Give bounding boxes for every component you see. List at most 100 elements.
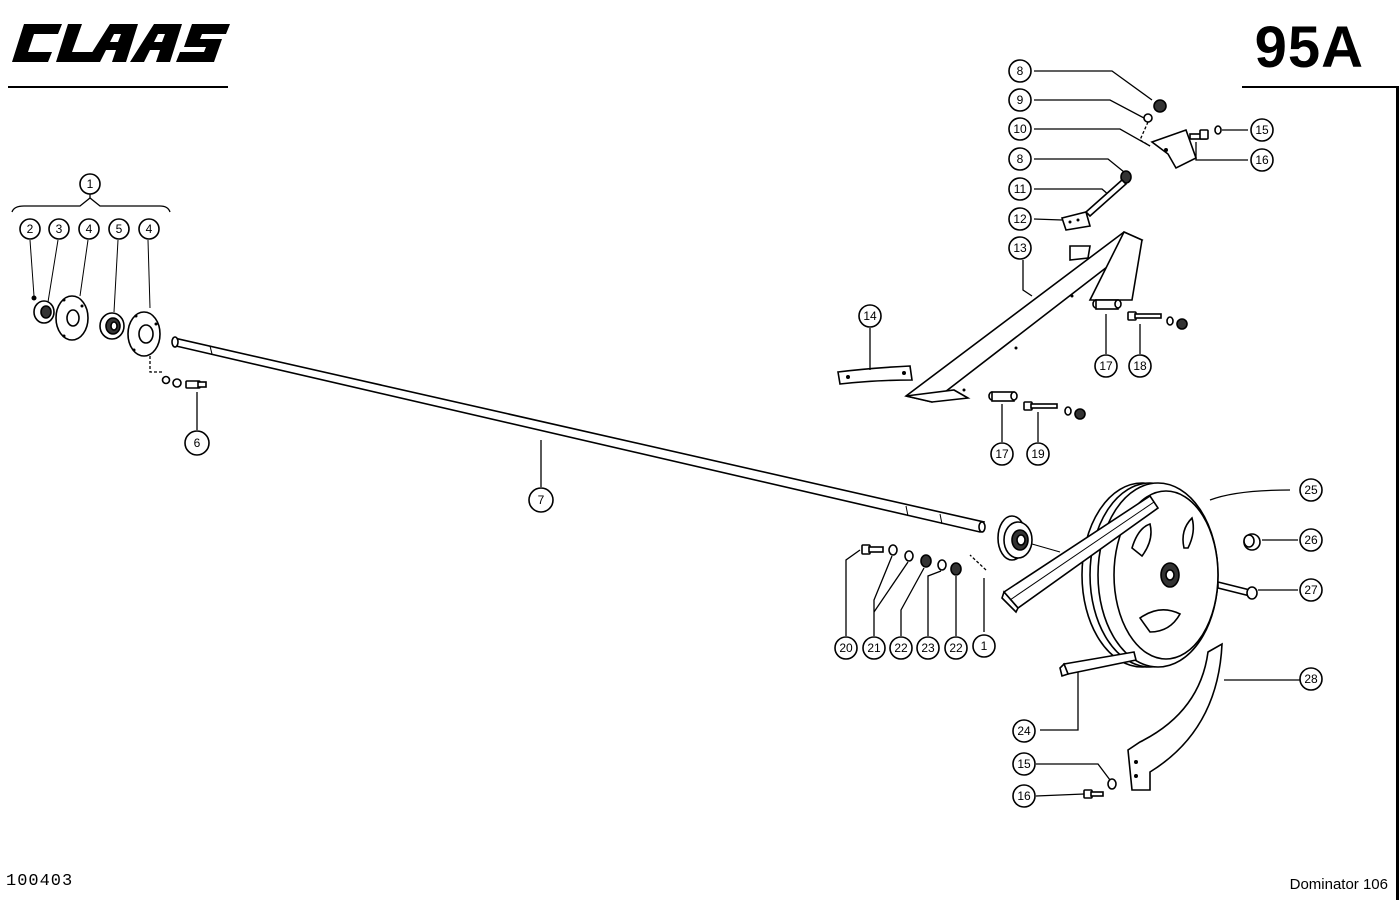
svg-text:19: 19 [1031,447,1045,461]
callout-10: 10 [1008,117,1032,141]
callout-1-group: 1 [79,173,101,195]
v-belt-part [1001,494,1160,614]
svg-text:1: 1 [87,177,94,191]
svg-text:16: 16 [1255,153,1269,167]
bracket-part-14 [837,365,913,385]
right-bearing-part [997,515,1033,561]
bracket-part-10 [1150,128,1197,170]
svg-text:16: 16 [1017,789,1031,803]
callout-21: 21 [862,636,886,660]
spacer-part-17-upper [1092,299,1122,310]
right-border [1396,86,1399,900]
callout-5: 5 [108,218,130,240]
callout-22: 22 [889,636,913,660]
svg-text:5: 5 [116,222,123,236]
callout-20: 20 [834,636,858,660]
svg-text:4: 4 [86,222,93,236]
callout-13: 13 [1008,236,1032,260]
svg-text:15: 15 [1255,123,1269,137]
callout-1-right: 1 [972,634,996,658]
svg-text:9: 9 [1017,93,1024,107]
callout-12: 12 [1008,207,1032,231]
bolt-part-20 [861,544,884,555]
svg-text:15: 15 [1017,757,1031,771]
svg-text:20: 20 [839,641,853,655]
guard-part [1127,642,1223,791]
svg-text:7: 7 [538,493,545,507]
header-left-rule [8,86,228,88]
svg-text:27: 27 [1304,583,1318,597]
svg-text:8: 8 [1017,152,1024,166]
nut-part-8-top [1153,99,1167,113]
callout-17: 17 [1094,354,1118,378]
callout-8: 8 [1008,59,1032,83]
svg-text:28: 28 [1304,672,1318,686]
washer-part-23 [937,559,947,571]
svg-text:11: 11 [1014,182,1027,196]
svg-text:4: 4 [146,222,153,236]
bolt-part-16-lower [1083,789,1104,799]
svg-text:22: 22 [894,641,908,655]
callout-11: 11 [1008,177,1032,201]
svg-text:22: 22 [949,641,963,655]
main-shaft-part [171,336,986,533]
bearing-part [99,312,125,340]
bolt-part-19 [1023,401,1058,411]
beam-part-13 [904,230,1144,403]
nut-part-22 [920,554,932,568]
claas-logo [12,24,230,62]
bolt-part-16-top [1189,129,1209,140]
bolt-part-27 [1217,580,1258,600]
washer-part-21 [888,544,898,556]
callout-27: 27 [1299,578,1323,602]
callout-9: 9 [1008,88,1032,112]
flange-plate-part-2 [127,311,161,357]
callout-19: 19 [1026,442,1050,466]
svg-text:17: 17 [1099,359,1113,373]
bolt-part-6 [185,380,207,389]
callout-14: 14 [858,304,882,328]
callout-16b: 16 [1012,784,1036,808]
callout-7: 7 [528,487,554,513]
svg-text:14: 14 [863,309,877,323]
svg-text:12: 12 [1013,212,1027,226]
svg-text:23: 23 [921,641,935,655]
svg-text:6: 6 [194,436,201,450]
header-right-rule [1242,86,1398,88]
svg-text:24: 24 [1017,724,1031,738]
cap-part [1243,533,1261,551]
callout-6: 6 [184,430,210,456]
callout-2: 2 [19,218,41,240]
svg-text:18: 18 [1133,359,1147,373]
callout-15b: 15 [1012,752,1036,776]
svg-text:26: 26 [1304,533,1318,547]
callout-24: 24 [1012,719,1036,743]
callout-28: 28 [1299,667,1323,691]
callout-26: 26 [1299,528,1323,552]
collar-part [33,300,55,324]
plate-part-12 [1060,211,1092,231]
callout-17b: 17 [990,442,1014,466]
callout-4: 4 [78,218,100,240]
svg-text:3: 3 [56,222,63,236]
callout-25: 25 [1299,478,1323,502]
model-label: Dominator 106 [1289,876,1388,893]
svg-text:13: 13 [1013,241,1027,255]
callout-23: 23 [916,636,940,660]
svg-text:2: 2 [27,222,34,236]
callout-15: 15 [1250,118,1274,142]
callout-4b: 4 [138,218,160,240]
grease-nipple-part [31,295,37,301]
svg-text:25: 25 [1304,483,1318,497]
flange-plate-part [55,295,89,341]
callout-16: 16 [1250,148,1274,172]
svg-text:1: 1 [981,639,988,653]
svg-text:8: 8 [1017,64,1024,78]
page-number: 95A [1254,15,1364,80]
bolt-part-18 [1127,311,1162,321]
svg-text:10: 10 [1013,122,1027,136]
callout-18: 18 [1128,354,1152,378]
document-number: 100403 [6,872,74,891]
group-bracket-1 [11,197,171,213]
